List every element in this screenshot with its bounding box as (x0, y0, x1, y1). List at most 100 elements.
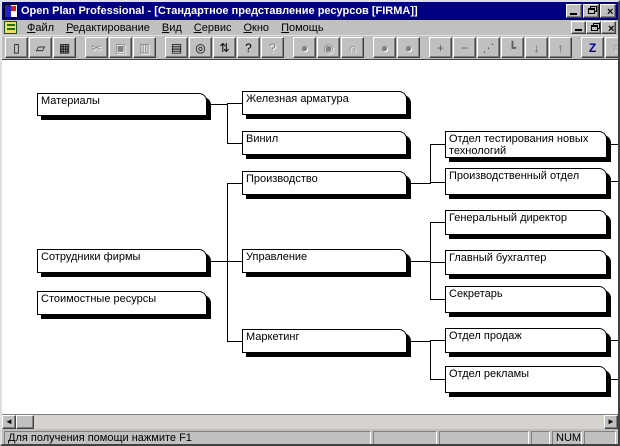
paste-button[interactable]: ▥ (133, 37, 156, 58)
horizontal-scrollbar[interactable]: ◄ ► (2, 415, 618, 429)
status-bar: Для получения помощи нажмите F1 NUM (2, 429, 618, 444)
close-button[interactable]: × (600, 4, 616, 18)
connector-line (431, 182, 445, 183)
connector-line (431, 144, 445, 145)
child-close-button[interactable]: × (601, 21, 616, 35)
minimize-icon (575, 29, 582, 31)
app-icon[interactable] (4, 4, 18, 18)
steps-button[interactable]: ┗ (501, 37, 524, 58)
save-button[interactable]: ▦ (53, 37, 76, 58)
update-button[interactable]: ⇅ (213, 37, 236, 58)
status-panel (439, 431, 529, 444)
connector-stub (611, 340, 618, 341)
connector-line (228, 341, 242, 342)
print-preview-button[interactable]: ◎ (189, 37, 212, 58)
connector-line (207, 104, 228, 105)
menu-file[interactable]: Файл (27, 21, 55, 34)
resource-box-otdel-testirovaniya[interactable]: Отдел тестирования новых технологий (445, 131, 607, 158)
connector-stub (611, 379, 618, 380)
connector-stub (611, 144, 618, 145)
child-restore-button[interactable] (586, 21, 601, 34)
resource-box-materialy[interactable]: Материалы (37, 93, 207, 116)
title-bar: Open Plan Professional - [Стандартное пр… (2, 2, 618, 20)
connector-line (430, 144, 431, 184)
resource-box-stoimostnye[interactable]: Стоимостные ресурсы (37, 291, 207, 315)
resource-box-buhgalter[interactable]: Главный бухгалтер (445, 250, 607, 275)
status-panel (373, 431, 437, 444)
window-title: Open Plan Professional - [Стандартное пр… (21, 5, 418, 17)
connector-stub (611, 181, 618, 182)
copy-button[interactable]: ▣ (109, 37, 132, 58)
status-num-indicator: NUM (552, 431, 582, 444)
shape-circle-button[interactable]: ● (293, 37, 316, 58)
menu-edit[interactable]: Редактирование (66, 21, 150, 34)
menu-service[interactable]: Сервис (193, 21, 232, 34)
resource-box-proizvodstvennyj-otdel[interactable]: Производственный отдел (445, 168, 607, 195)
resource-box-sotrudniki[interactable]: Сотрудники фирмы (37, 249, 207, 273)
resource-box-gendirektor[interactable]: Генеральный директор (445, 210, 607, 235)
link-dots-button[interactable]: ⋰ (477, 37, 500, 58)
menu-view[interactable]: Вид (161, 21, 182, 34)
help-button[interactable]: ? (237, 37, 260, 58)
connector-line (407, 183, 430, 184)
connector-line (430, 340, 431, 380)
menu-window[interactable]: Окно (243, 21, 270, 34)
connector-line (431, 379, 445, 380)
connector-line (228, 261, 242, 262)
resource-box-otdel-reklamy[interactable]: Отдел рекламы (445, 366, 607, 393)
scroll-left-button[interactable]: ◄ (2, 415, 16, 429)
resource-box-armatura[interactable]: Железная арматура (242, 91, 407, 115)
collapse-button[interactable]: − (453, 37, 476, 58)
minimize-icon (570, 13, 577, 15)
shape-circle-question-button[interactable]: ◉ (317, 37, 340, 58)
resource-box-sekretar[interactable]: Секретарь (445, 286, 607, 313)
shape-circle2-button[interactable]: ● (373, 37, 396, 58)
restore-button[interactable] (583, 4, 599, 18)
open-button[interactable]: ▱ (29, 37, 52, 58)
move-down-button[interactable]: ↓ (525, 37, 548, 58)
resource-box-otdel-prodazh[interactable]: Отдел продаж (445, 328, 607, 353)
resource-box-vinil[interactable]: Винил (242, 131, 407, 155)
status-help-text: Для получения помощи нажмите F1 (4, 431, 371, 444)
shape-circle3-button[interactable]: ● (397, 37, 420, 58)
restore-icon (591, 25, 598, 31)
shape-arch-button[interactable]: ∩ (341, 37, 364, 58)
connector-line (207, 261, 228, 262)
toolbar: ▯ ▱ ▦ ✂ ▣ ▥ ▤ ◎ ⇅ ? ? ● ◉ ∩ ● ● + − ⋰ ┗ … (2, 36, 618, 60)
status-panel (584, 431, 616, 444)
status-panel (531, 431, 550, 444)
cut-button[interactable]: ✂ (85, 37, 108, 58)
connector-line (228, 103, 242, 104)
connector-line (431, 299, 445, 300)
connector-line (431, 222, 445, 223)
print-button[interactable]: ▤ (165, 37, 188, 58)
move-up-button[interactable]: ↑ (549, 37, 572, 58)
new-button[interactable]: ▯ (5, 37, 28, 58)
connector-line (227, 183, 228, 342)
resource-box-upravlenie[interactable]: Управление (242, 249, 407, 273)
connector-line (431, 340, 445, 341)
menu-help[interactable]: Помощь (281, 21, 324, 34)
restore-icon (588, 8, 595, 14)
resource-diagram-canvas: Материалы Сотрудники фирмы Стоимостные р… (2, 60, 618, 415)
connector-line (228, 183, 242, 184)
scroll-right-button[interactable]: ► (604, 415, 618, 429)
context-help-button[interactable]: ? (261, 37, 284, 58)
connector-line (430, 222, 431, 300)
resource-box-marketing[interactable]: Маркетинг (242, 329, 407, 353)
scrollbar-thumb[interactable] (16, 415, 34, 429)
notes-button[interactable]: ≡ (605, 37, 618, 58)
connector-line (407, 341, 430, 342)
connector-line (227, 103, 228, 144)
child-minimize-button[interactable] (571, 21, 586, 34)
document-icon[interactable] (4, 21, 17, 34)
minimize-button[interactable] (566, 4, 582, 18)
expand-button[interactable]: + (429, 37, 452, 58)
connector-line (228, 143, 242, 144)
connector-line (431, 262, 445, 263)
connector-line (407, 261, 430, 262)
resource-box-proizvodstvo[interactable]: Производство (242, 171, 407, 195)
scrollbar-track[interactable] (34, 415, 604, 429)
zoom-button[interactable]: Z (581, 37, 604, 58)
